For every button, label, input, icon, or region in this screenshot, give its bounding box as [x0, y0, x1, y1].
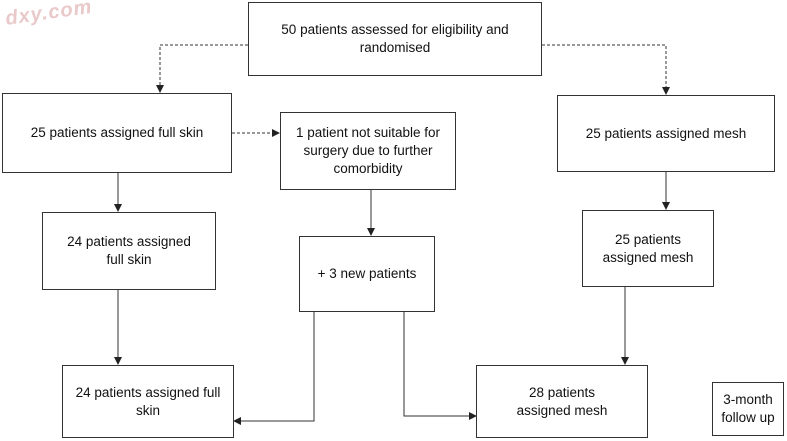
box-mesh-after-text: 25 patients assigned mesh: [602, 231, 694, 265]
box-assessed-text: 50 patients assessed for eligibility and…: [281, 22, 509, 55]
connector-assessed-to-mesh: [542, 44, 670, 95]
connector-new-patients-to-full-skin-final: [233, 312, 315, 425]
box-follow-up-text: 3-month follow up: [721, 392, 775, 425]
box-full-skin-initial-text: 25 patients assigned full skin: [30, 125, 204, 140]
box-mesh-initial: 25 patients assigned mesh: [557, 95, 775, 172]
box-full-skin-initial: 25 patients assigned full skin: [2, 93, 232, 173]
box-full-skin-after-text: 24 patients assigned full skin: [67, 234, 191, 267]
box-full-skin-final-text: 24 patients assigned full skin: [75, 384, 221, 418]
box-full-skin-after: 24 patients assigned full skin: [42, 212, 216, 290]
box-follow-up: 3-month follow up: [712, 382, 784, 436]
box-mesh-after: 25 patients assigned mesh: [582, 210, 714, 287]
box-mesh-final-text: 28 patients assigned mesh: [516, 384, 608, 418]
box-new-patients-text: + 3 new patients: [317, 266, 417, 281]
box-not-suitable-text: 1 patient not suitable for surgery due t…: [295, 125, 441, 176]
box-mesh-final: 28 patients assigned mesh: [476, 365, 648, 438]
box-new-patients: + 3 new patients: [299, 236, 435, 312]
box-full-skin-final: 24 patients assigned full skin: [62, 365, 234, 438]
box-not-suitable: 1 patient not suitable for surgery due t…: [280, 112, 456, 190]
connector-assessed-to-full-skin: [156, 44, 248, 93]
connector-new-patients-to-mesh-final: [403, 312, 477, 420]
box-mesh-initial-text: 25 patients assigned mesh: [585, 125, 747, 141]
box-assessed: 50 patients assessed for eligibility and…: [248, 2, 542, 76]
